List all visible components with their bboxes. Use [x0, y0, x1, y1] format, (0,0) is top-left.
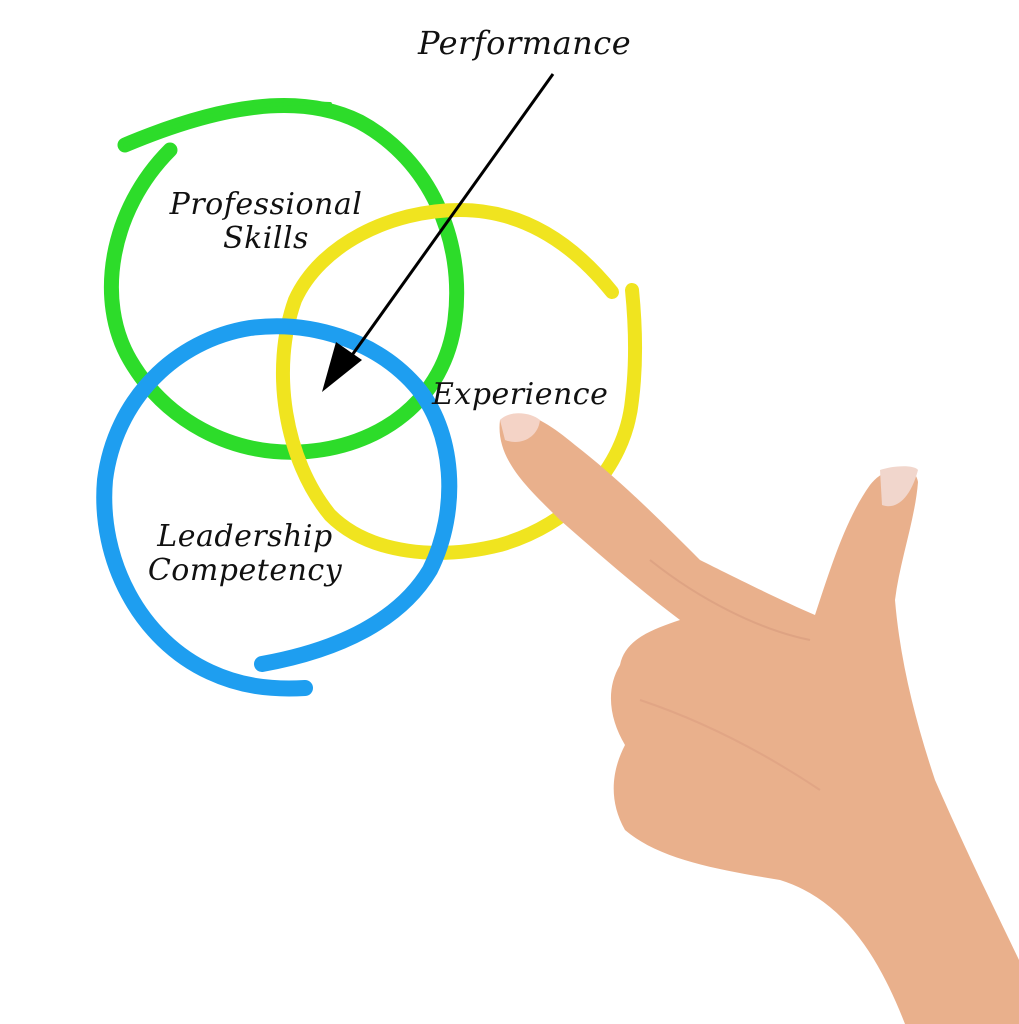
leadership-competency-circle [96, 318, 458, 697]
professional-skills-label: Professional Skills [150, 188, 382, 256]
leadership-competency-line2: Competency [147, 553, 343, 588]
pointing-hand-image [499, 413, 1019, 1024]
leadership-competency-line1: Leadership [157, 519, 333, 554]
experience-label: Experience [432, 377, 609, 412]
performance-label: Performance [418, 24, 632, 62]
professional-skills-circle [103, 98, 465, 460]
professional-skills-line1: Professional [169, 187, 363, 222]
professional-skills-line2: Skills [223, 221, 309, 256]
leadership-competency-label: Leadership Competency [135, 520, 355, 588]
experience-circle [275, 202, 643, 560]
performance-arrow [322, 73, 555, 392]
